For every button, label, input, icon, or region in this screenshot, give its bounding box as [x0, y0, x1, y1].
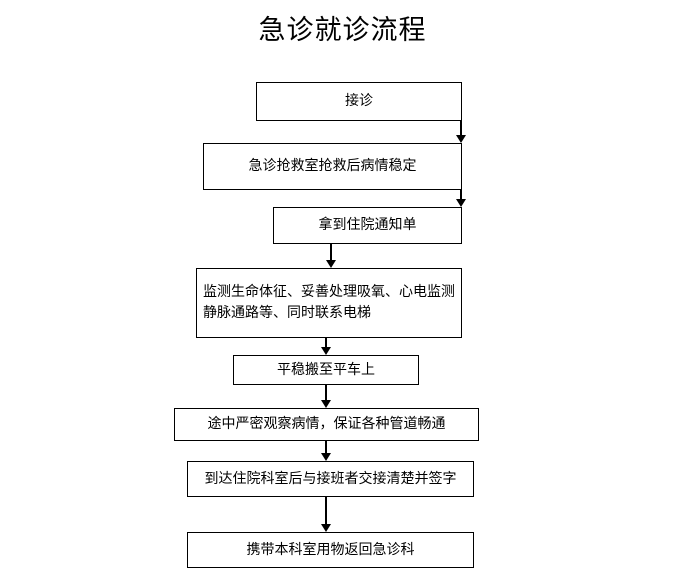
arrow-head [321, 524, 331, 532]
flow-node-emergency-resuscitation-stable: 急诊抢救室抢救后病情稳定 [203, 143, 462, 190]
arrow-node5-to-node6-icon [321, 385, 331, 408]
arrow-head [321, 347, 331, 355]
flow-node-obtain-admission-notice: 拿到住院通知单 [273, 207, 462, 244]
flow-node-move-to-stretcher: 平稳搬至平车上 [233, 355, 419, 385]
arrow-head [456, 135, 466, 143]
arrow-node4-to-node5-icon [321, 338, 331, 355]
flow-node-label: 接诊 [345, 93, 373, 109]
flow-node-label: 拿到住院通知单 [318, 217, 417, 233]
arrow-shaft [330, 244, 332, 261]
flow-node-label: 急诊抢救室抢救后病情稳定 [248, 158, 417, 174]
arrow-shaft [460, 121, 462, 136]
flow-node-return-to-emergency-department: 携带本科室用物返回急诊科 [187, 532, 474, 568]
flow-node-handover-and-sign: 到达住院科室后与接班者交接清楚并签字 [187, 461, 474, 497]
arrow-shaft [460, 190, 462, 200]
arrow-shaft [325, 497, 327, 525]
flow-node-label: 平稳搬至平车上 [277, 361, 375, 378]
arrow-node6-to-node7-icon [321, 441, 331, 461]
arrow-node7-to-node8-icon [321, 497, 331, 532]
flow-node-monitor-vitals-prepare-transfer: 监测生命体征、妥善处理吸氧、心电监测 静脉通路等、同时联系电梯 [196, 268, 462, 338]
page-title: 急诊就诊流程 [258, 15, 427, 46]
flow-node-label: 到达住院科室后与接班者交接清楚并签字 [204, 470, 457, 487]
arrow-head [326, 260, 336, 268]
flow-node-label: 监测生命体征、妥善处理吸氧、心电监测 静脉通路等、同时联系电梯 [203, 284, 455, 321]
arrow-shaft [325, 385, 327, 401]
flow-node-reception: 接诊 [256, 82, 462, 121]
arrow-shaft [325, 441, 327, 454]
arrow-shaft [325, 338, 327, 348]
flow-node-observe-during-transport: 途中严密观察病情，保证各种管道畅通 [174, 408, 479, 441]
arrow-node2-to-node3-icon [456, 190, 466, 207]
flow-node-label: 携带本科室用物返回急诊科 [246, 541, 415, 558]
arrow-head [321, 453, 331, 461]
arrow-head [456, 199, 466, 207]
arrow-node3-to-node4-icon [326, 244, 336, 268]
flow-node-label: 途中严密观察病情，保证各种管道畅通 [207, 416, 446, 432]
arrow-node1-to-node2-icon [456, 121, 466, 143]
arrow-head [321, 400, 331, 408]
